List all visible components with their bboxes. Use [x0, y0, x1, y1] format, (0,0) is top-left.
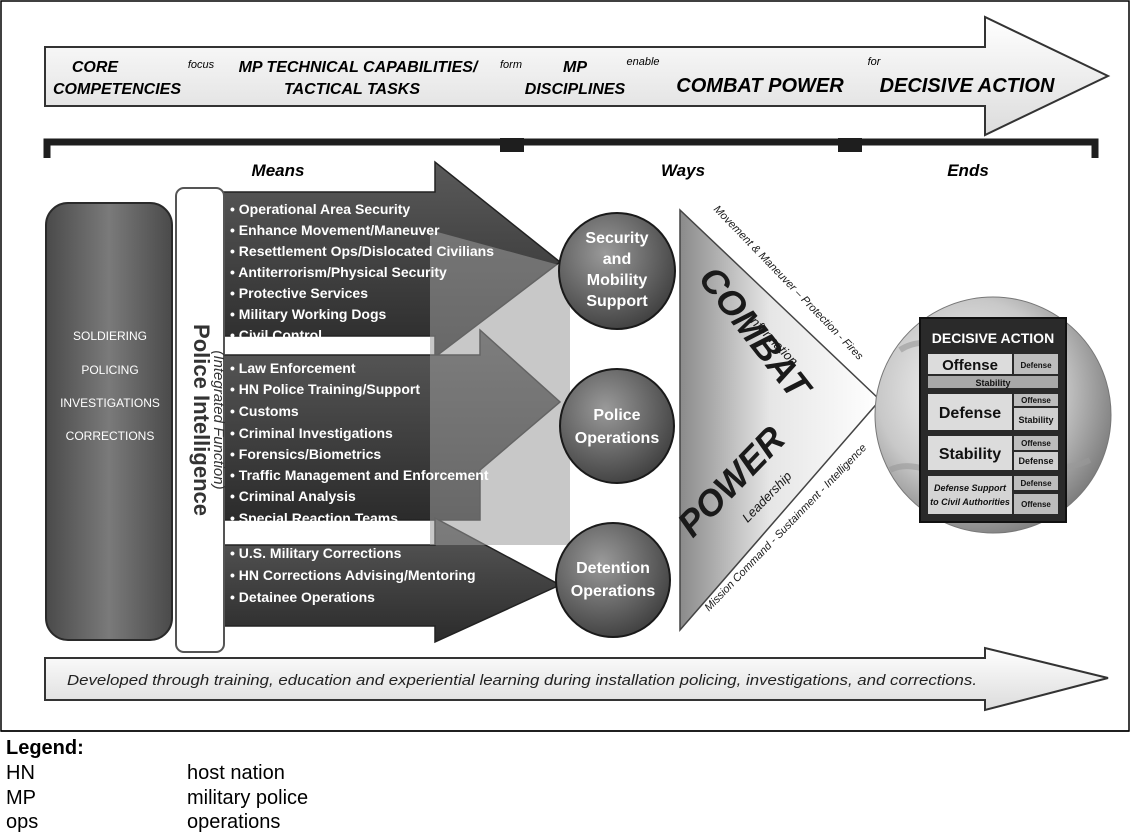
core-competencies-line2: COMPETENCIES: [53, 81, 181, 98]
combat-power-triangle: COMBAT POWER Movement & Maneuver – Prote…: [669, 203, 882, 633]
discipline-line: Mobility: [587, 272, 648, 289]
panel-side: Offense: [1021, 396, 1051, 405]
detention-items: • U.S. Military Corrections • HN Correct…: [230, 545, 476, 605]
legend-title: Legend:: [6, 737, 84, 759]
legend-abbr: ops: [6, 811, 39, 833]
focus-connector: focus: [188, 59, 215, 71]
means-label: Means: [252, 161, 305, 180]
list-item: • HN Corrections Advising/Mentoring: [230, 567, 476, 583]
combat-power-label: COMBAT POWER: [676, 75, 844, 97]
mp-technical-line1: MP TECHNICAL CAPABILITIES/: [239, 59, 479, 76]
police-intelligence-title: Police Intelligence: [189, 324, 214, 516]
legend-meaning: operations: [187, 811, 281, 833]
list-item: • Law Enforcement: [230, 360, 356, 376]
panel-side: Defense: [1020, 479, 1052, 488]
list-item: • Special Reaction Teams: [230, 510, 398, 526]
list-item: • Traffic Management and Enforcement: [230, 467, 489, 483]
mp-technical-line2: TACTICAL TASKS: [284, 81, 420, 98]
bottom-arrow-text: Developed through training, education an…: [67, 672, 977, 689]
legend-meaning: military police: [187, 787, 309, 809]
policing-label: POLICING: [81, 363, 138, 377]
panel-dsca-line2: to Civil Authorities: [930, 497, 1010, 507]
decisive-action-globe: DECISIVE ACTION Offense Defense Stabilit…: [874, 296, 1112, 534]
ways-label: Ways: [661, 161, 705, 180]
list-item: • Criminal Investigations: [230, 425, 393, 441]
discipline-line: Support: [586, 293, 648, 310]
discipline-line: Operations: [571, 583, 656, 600]
discipline-line: Security: [585, 230, 648, 247]
core-competencies-box: SOLDIERING POLICING INVESTIGATIONS CORRE…: [45, 202, 173, 641]
panel-dsca-line1: Defense Support: [934, 483, 1007, 493]
legend-abbr: HN: [6, 762, 35, 784]
investigations-label: INVESTIGATIONS: [60, 396, 160, 410]
list-item: • Operational Area Security: [230, 201, 410, 217]
mp-disciplines-line1: MP: [563, 59, 587, 76]
list-item: • Detainee Operations: [230, 589, 375, 605]
panel-stability: Stability: [939, 446, 1001, 463]
police-intelligence-bar: Police Intelligence (Integrated Function…: [175, 187, 227, 653]
police-operations-circle: [559, 368, 675, 484]
panel-side: Offense: [1021, 500, 1051, 509]
list-item: • Antiterrorism/Physical Security: [230, 264, 447, 280]
security-mobility-items: • Operational Area Security • Enhance Mo…: [230, 201, 494, 343]
means-arrows: [219, 160, 570, 644]
list-item: • Criminal Analysis: [230, 488, 356, 504]
list-item: • U.S. Military Corrections: [230, 545, 402, 561]
panel-side: Defense: [1018, 456, 1053, 466]
list-item: • HN Police Training/Support: [230, 381, 420, 397]
brackets: Means Ways Ends: [43, 138, 1099, 180]
discipline-line: and: [603, 251, 631, 268]
list-item: • Military Working Dogs: [230, 306, 387, 322]
soldiering-label: SOLDIERING: [73, 329, 147, 343]
panel-side: Stability: [1018, 415, 1053, 425]
integrated-function-subtitle: (Integrated Function): [210, 350, 227, 489]
core-competencies-line1: CORE: [72, 59, 120, 76]
legend-abbr: MP: [6, 787, 36, 809]
list-item: • Resettlement Ops/Dislocated Civilians: [230, 243, 494, 259]
decisive-action-label: DECISIVE ACTION: [880, 75, 1055, 97]
list-item: • Enhance Movement/Maneuver: [230, 222, 440, 238]
panel-offense: Offense: [942, 357, 998, 374]
enable-connector: enable: [626, 56, 659, 68]
detention-operations-circle: [555, 522, 671, 638]
mp-disciplines-line2: DISCIPLINES: [525, 81, 626, 98]
police-operations-items: • Law Enforcement • HN Police Training/S…: [230, 360, 489, 526]
panel-title: DECISIVE ACTION: [932, 330, 1054, 346]
corrections-label: CORRECTIONS: [66, 429, 155, 443]
discipline-circles: Security and Mobility Support Police Ope…: [555, 212, 676, 638]
panel-side: Offense: [1021, 439, 1051, 448]
ends-label: Ends: [947, 161, 989, 180]
list-item: • Forensics/Biometrics: [230, 446, 381, 462]
security-mobility-circle: [558, 212, 676, 330]
discipline-line: Police: [593, 407, 640, 424]
list-item: • Customs: [230, 403, 299, 419]
form-connector: form: [500, 59, 522, 71]
for-connector: for: [868, 56, 882, 68]
panel-defense: Defense: [939, 405, 1001, 422]
legend-meaning: host nation: [187, 762, 285, 784]
bottom-arrow: Developed through training, education an…: [44, 646, 1109, 712]
panel-side: Defense: [1020, 361, 1052, 370]
list-item: • Civil Control: [230, 327, 322, 343]
discipline-line: Detention: [576, 560, 650, 577]
top-flow-arrow: CORE COMPETENCIES focus MP TECHNICAL CAP…: [44, 15, 1111, 137]
panel-sub: Stability: [975, 378, 1010, 388]
discipline-line: Operations: [575, 430, 660, 447]
list-item: • Protective Services: [230, 285, 368, 301]
